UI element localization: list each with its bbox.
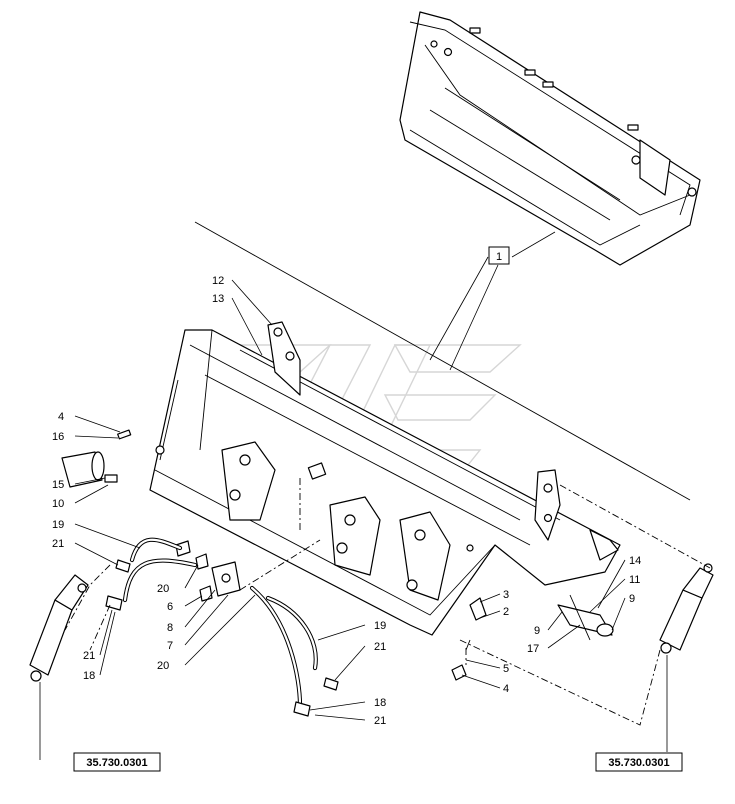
callout-label: 10 <box>52 498 64 510</box>
callout-label: 18 <box>83 670 95 682</box>
callout-label: 13 <box>212 293 224 305</box>
callout-box-1 <box>488 246 510 265</box>
reference-label: 35.730.0301 <box>86 757 147 769</box>
callout-label: 1 <box>496 251 502 263</box>
reference-right[interactable]: 35.730.0301 <box>595 752 683 772</box>
callout-label: 8 <box>167 622 173 634</box>
callout-label: 20 <box>157 660 169 672</box>
callout-label: 4 <box>58 411 64 423</box>
hydraulic-hoses <box>105 537 339 717</box>
callout-label: 19 <box>374 620 386 632</box>
callout-label: 21 <box>374 715 386 727</box>
callout-label: 18 <box>374 697 386 709</box>
callout-label: 7 <box>167 640 173 652</box>
callout-label: 2 <box>503 606 509 618</box>
callout-label: 20 <box>157 583 169 595</box>
small-parts <box>61 429 614 681</box>
lower-bucket <box>149 321 621 636</box>
leader-lines <box>39 231 668 760</box>
callout-label: 12 <box>212 275 224 287</box>
callout-label: 3 <box>503 589 509 601</box>
callout-label: 16 <box>52 431 64 443</box>
callout-label: 19 <box>52 519 64 531</box>
callout-label: 17 <box>527 643 539 655</box>
callout-label: 5 <box>503 663 509 675</box>
section-divider-line <box>194 221 691 501</box>
reference-label: 35.730.0301 <box>608 757 669 769</box>
callout-label: 9 <box>534 625 540 637</box>
right-cylinder <box>659 563 714 654</box>
callout-label: 6 <box>167 601 173 613</box>
callout-label: 21 <box>52 538 64 550</box>
callout-label: 9 <box>629 593 635 605</box>
left-cylinder <box>29 574 89 682</box>
callout-labels: 1 12 13 4 16 15 10 19 21 20 6 8 7 20 21 … <box>52 251 641 727</box>
callout-label: 21 <box>83 650 95 662</box>
callout-label: 21 <box>374 641 386 653</box>
callout-label: 11 <box>629 574 640 586</box>
callout-label: 14 <box>629 555 641 567</box>
callout-label: 15 <box>52 479 64 491</box>
reference-left[interactable]: 35.730.0301 <box>73 752 161 772</box>
upper-bucket <box>399 11 701 266</box>
assembly-lines <box>64 478 711 726</box>
callout-label: 4 <box>503 683 509 695</box>
